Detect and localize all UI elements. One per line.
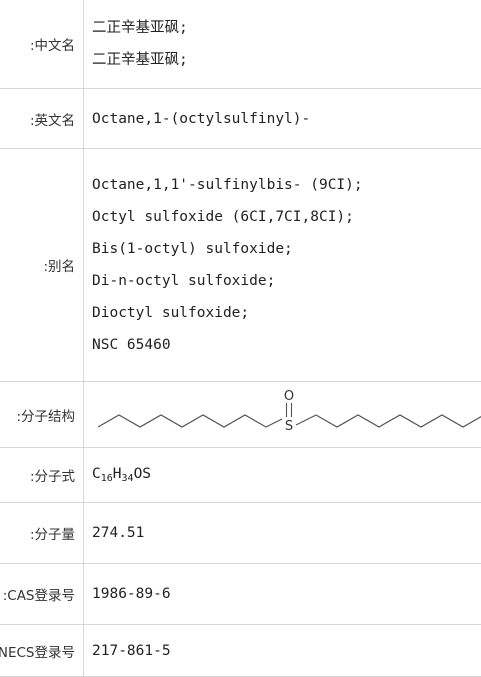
row-formula: 分子式: C16H34OS bbox=[0, 448, 481, 503]
row-cas: CAS登录号: 1986-89-6 bbox=[0, 564, 481, 625]
alias-item: Di-n-octyl sulfoxide; bbox=[92, 265, 481, 297]
alias-item: Octane,1,1'-sulfinylbis- (9CI); bbox=[92, 169, 481, 201]
row-structure: 分子结构: S O bbox=[0, 382, 481, 448]
structure-diagram: S O bbox=[92, 385, 481, 445]
row-molecular-weight: 分子量: 274.51 bbox=[0, 503, 481, 564]
value-cas: 1986-89-6 bbox=[84, 564, 481, 625]
left-octyl-chain bbox=[98, 415, 282, 427]
sulfur-atom: S bbox=[285, 419, 293, 434]
alias-item: Octyl sulfoxide (6CI,7CI,8CI); bbox=[92, 201, 481, 233]
value-structure: S O bbox=[84, 382, 481, 448]
formula-h-count: 34 bbox=[122, 473, 134, 484]
label-english-name: 英文名: bbox=[0, 89, 84, 149]
label-cas: CAS登录号: bbox=[0, 564, 84, 625]
chinese-name-line-1: 二正辛基亚砜; bbox=[92, 12, 481, 44]
right-octyl-chain bbox=[296, 415, 481, 427]
value-molecular-weight: 274.51 bbox=[84, 503, 481, 564]
label-aliases: 别名: bbox=[0, 149, 84, 382]
value-formula: C16H34OS bbox=[84, 448, 481, 503]
formula-h: H bbox=[113, 466, 122, 482]
label-formula: 分子式: bbox=[0, 448, 84, 503]
value-chinese-name: 二正辛基亚砜; 二正辛基亚砜; bbox=[84, 0, 481, 89]
label-chinese-name: 中文名: bbox=[0, 0, 84, 89]
chinese-name-line-2: 二正辛基亚砜; bbox=[92, 44, 481, 76]
label-molecular-weight: 分子量: bbox=[0, 503, 84, 564]
alias-item: Bis(1-octyl) sulfoxide; bbox=[92, 233, 481, 265]
formula-rest: OS bbox=[134, 466, 151, 482]
value-aliases: Octane,1,1'-sulfinylbis- (9CI); Octyl su… bbox=[84, 149, 481, 382]
row-english-name: 英文名: Octane,1-(octylsulfinyl)- bbox=[0, 89, 481, 149]
alias-item: Dioctyl sulfoxide; bbox=[92, 297, 481, 329]
row-chinese-name: 中文名: 二正辛基亚砜; 二正辛基亚砜; bbox=[0, 0, 481, 89]
label-structure: 分子结构: bbox=[0, 382, 84, 448]
formula-c: C bbox=[92, 466, 101, 482]
value-english-name: Octane,1-(octylsulfinyl)- bbox=[84, 89, 481, 149]
alias-item: NSC 65460 bbox=[92, 329, 481, 361]
formula-c-count: 16 bbox=[101, 473, 113, 484]
oxygen-atom: O bbox=[284, 389, 294, 404]
row-aliases: 别名: Octane,1,1'-sulfinylbis- (9CI); Octy… bbox=[0, 149, 481, 382]
